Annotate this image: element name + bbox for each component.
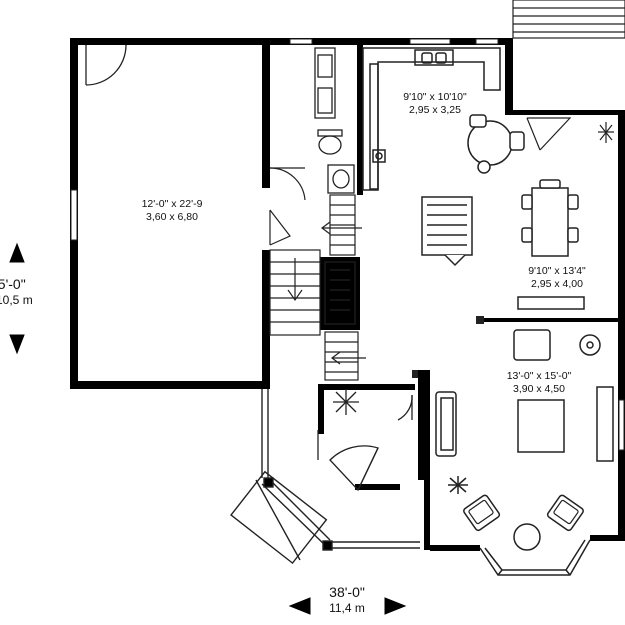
depth-metric: 10,5 m xyxy=(0,293,33,307)
garage-entry-door xyxy=(85,44,127,86)
kitchen-table xyxy=(467,114,525,174)
width-metric: 11,4 m xyxy=(329,601,365,615)
garage-interior-door xyxy=(269,167,306,246)
width-dimension-label: 38'-0" 11,4 m xyxy=(312,584,382,616)
living-furniture xyxy=(435,329,614,551)
depth-dimension-label: 35'-0" 10,5 m xyxy=(0,276,36,308)
deck xyxy=(512,0,625,39)
living-size-metric: 3,90 x 4,50 xyxy=(513,383,565,395)
kitchen-size-metric: 2,95 x 3,25 xyxy=(409,104,461,116)
porch xyxy=(230,389,420,565)
bay-window xyxy=(479,539,591,576)
front-door xyxy=(317,389,413,492)
garage-size-imperial: 12'-0" x 22'-9 xyxy=(141,198,203,210)
dining-size-imperial: 9'10" x 13'4" xyxy=(528,265,586,277)
powder-room xyxy=(314,47,355,194)
stairs xyxy=(269,194,366,381)
garage-label: 12'-0" x 22'-9 3,60 x 6,80 xyxy=(112,198,232,224)
depth-imperial: 35'-0" xyxy=(0,276,26,292)
fireplace xyxy=(421,196,473,267)
kitchen-label: 9'10" x 10'10" 2,95 x 3,25 xyxy=(380,91,490,117)
kitchen-counters xyxy=(362,47,501,191)
dining-label: 9'10" x 13'4" 2,95 x 4,00 xyxy=(502,265,612,291)
walls xyxy=(70,38,625,551)
dining-table xyxy=(517,179,585,310)
windows xyxy=(70,38,625,451)
fixtures xyxy=(412,316,484,378)
dimension-arrows xyxy=(9,242,407,615)
dining-size-metric: 2,95 x 4,00 xyxy=(531,278,583,290)
side-door xyxy=(526,117,614,151)
garage-size-metric: 3,60 x 6,80 xyxy=(146,211,198,223)
kitchen-size-imperial: 9'10" x 10'10" xyxy=(403,91,467,103)
living-label: 13'-0" x 15'-0" 3,90 x 4,50 xyxy=(484,370,594,396)
width-imperial: 38'-0" xyxy=(329,584,365,600)
living-size-imperial: 13'-0" x 15'-0" xyxy=(506,370,572,382)
